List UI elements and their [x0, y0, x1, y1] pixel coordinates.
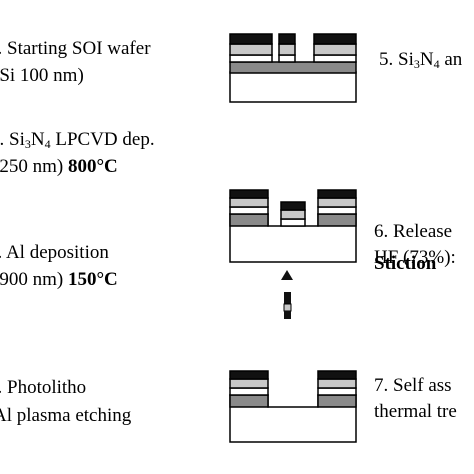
- step3-line2: (900 nm) 150°C: [0, 269, 118, 290]
- metal-right: [317, 370, 357, 380]
- si-left: [229, 206, 269, 215]
- metal-beam: [278, 33, 296, 45]
- oxide-left: [229, 213, 269, 227]
- metal-right: [317, 189, 357, 199]
- beam-nitride: [280, 209, 306, 220]
- step7-line2: thermal tre: [374, 401, 457, 422]
- metal-right: [313, 33, 357, 45]
- step6-line3: Stiction: [374, 253, 437, 274]
- nitride-right: [317, 197, 357, 208]
- step1-line2: (Si 100 nm): [0, 65, 84, 86]
- si-layer-left: [229, 54, 273, 63]
- step3-temperature: 150°C: [67, 269, 118, 290]
- oxide-right: [317, 394, 357, 408]
- nitride-left: [229, 197, 269, 208]
- si-beam: [278, 54, 296, 63]
- beam-si: [280, 218, 306, 227]
- step1-line1: 1. Starting SOI wafer: [0, 38, 151, 59]
- step5-line1: 5. Si3N4 an: [379, 49, 463, 71]
- si-right: [317, 206, 357, 215]
- metal-left: [229, 33, 273, 45]
- nitride-left: [229, 43, 273, 56]
- metal-left: [229, 189, 269, 199]
- oxide-right: [317, 213, 357, 227]
- metal-left: [229, 370, 269, 380]
- si-layer-right: [313, 54, 357, 63]
- step3-line1: 3. Al deposition: [0, 242, 109, 263]
- step4-line2: Al plasma etching: [0, 405, 132, 426]
- nitride-right: [317, 378, 357, 389]
- nitride-left: [229, 378, 269, 389]
- step2-temperature: 800°C: [67, 156, 118, 177]
- step4-line1: 4. Photolitho: [0, 377, 87, 398]
- cross-section-step6: [229, 189, 357, 263]
- oxide-left: [229, 394, 269, 408]
- si-left: [229, 387, 269, 396]
- si-right: [317, 387, 357, 396]
- step6-line1: 6. Releasе: [374, 221, 453, 242]
- step6-line2: HF (73%):: [374, 247, 456, 268]
- cross-section-step7: [229, 370, 357, 443]
- step7-line1: 7. Self ass: [374, 375, 452, 396]
- beam-metal: [280, 201, 306, 211]
- cross-section-step5: [229, 33, 357, 103]
- step2-line1: 2. Si3N4 LPCVD dep.: [0, 129, 155, 151]
- up-arrow-icon: [281, 270, 293, 319]
- nitride-beam: [278, 43, 296, 56]
- substrate: [229, 71, 357, 103]
- oxide-layer: [229, 61, 357, 74]
- step2-line2: (250 nm) 800°C: [0, 156, 118, 177]
- nitride-right: [313, 43, 357, 56]
